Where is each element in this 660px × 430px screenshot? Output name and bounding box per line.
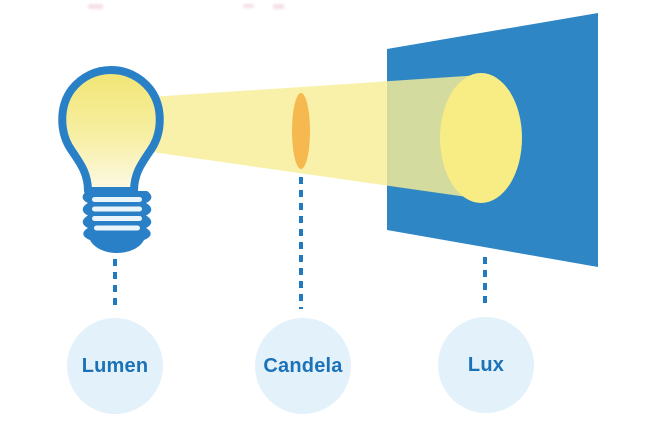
thread-stripe (92, 216, 142, 221)
bulb-thread-stripes (92, 197, 142, 231)
unit-circle-lux: Lux (438, 317, 534, 413)
artifact-mark (243, 4, 254, 8)
thread-stripe (92, 206, 142, 212)
unit-circle-lumen: Lumen (67, 318, 163, 414)
thread-stripe (92, 197, 142, 202)
artifact-mark (273, 4, 284, 9)
candela-label: Candela (263, 354, 343, 377)
lux-label: Lux (467, 353, 505, 376)
light-beam (150, 75, 481, 199)
thread-stripe (94, 225, 140, 231)
bulb-glass (58, 66, 164, 195)
unit-circle-candela: Candela (255, 318, 351, 414)
lumen-label: Lumen (81, 354, 149, 377)
light-spot (440, 73, 522, 203)
candela-cross-section (292, 93, 310, 169)
artifact-mark (88, 4, 103, 9)
